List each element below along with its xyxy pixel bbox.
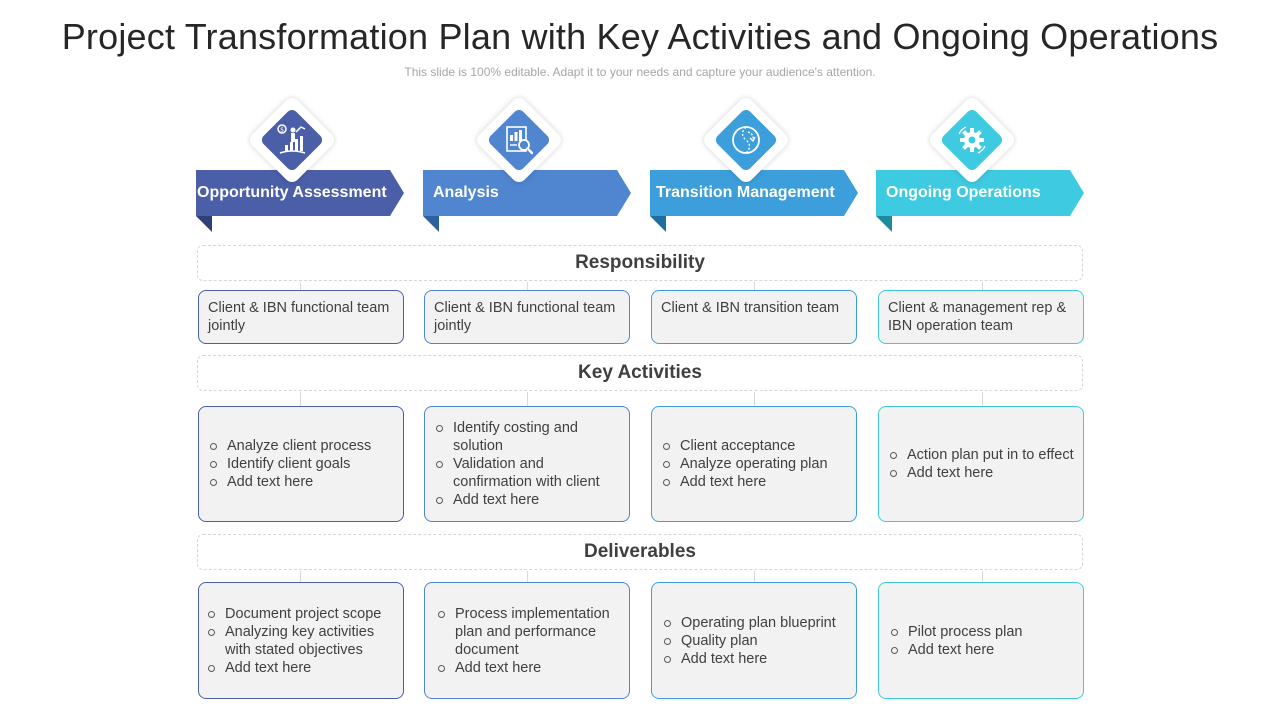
connector — [527, 571, 528, 582]
key-activities-box: Client acceptance Analyze operating plan… — [651, 406, 857, 522]
responsibility-box: Client & management rep & IBN operation … — [878, 290, 1084, 344]
stage-label: Transition Management — [656, 184, 835, 201]
stage-column-analysis: Analysis Client & IBN functional team jo… — [423, 0, 631, 720]
stage-column-ongoing-operations: Ongoing Operations Client & management r… — [876, 0, 1084, 720]
stage-banner — [876, 170, 1084, 216]
list-item: Add text here — [661, 650, 850, 668]
stage-icon-badge — [698, 92, 794, 188]
section-responsibility: Responsibility — [197, 245, 1083, 281]
list-item: Validation and confirmation with client — [433, 455, 621, 491]
list-item: Identify costing and solution — [433, 419, 621, 455]
svg-text:$: $ — [280, 127, 284, 134]
list-item: Add text here — [888, 641, 1077, 659]
stage-icon-badge: $ — [244, 92, 340, 188]
list-item: Add text here — [207, 473, 395, 491]
connector — [982, 282, 983, 290]
key-activities-box: Action plan put in to effect Add text he… — [878, 406, 1084, 522]
banner-fold — [423, 216, 439, 232]
connector — [527, 282, 528, 290]
stage-icon-badge — [924, 92, 1020, 188]
connector — [300, 392, 301, 406]
list-item: Action plan put in to effect — [887, 446, 1075, 464]
stage-label: Ongoing Operations — [886, 184, 1041, 201]
deliverables-box: Document project scope Analyzing key act… — [198, 582, 404, 699]
connector — [527, 392, 528, 406]
list-item: Process implementation plan and performa… — [435, 605, 623, 659]
list-item: Identify client goals — [207, 455, 395, 473]
connector — [754, 571, 755, 582]
gear-icon — [958, 126, 986, 154]
responsibility-box: Client & IBN functional team jointly — [424, 290, 630, 344]
page-subtitle: This slide is 100% editable. Adapt it to… — [404, 65, 876, 79]
list-item: Analyze client process — [207, 437, 395, 455]
stage-label: Analysis — [433, 184, 499, 201]
section-deliverables: Deliverables — [197, 534, 1083, 570]
list-item: Analyzing key activities with stated obj… — [205, 623, 397, 659]
stage-column-opportunity-assessment: Opportunity Assessment $ Client & IBN fu… — [196, 0, 404, 720]
deliverables-box: Pilot process plan Add text here — [878, 582, 1084, 699]
stage-banner — [650, 170, 858, 216]
stage-banner — [423, 170, 631, 216]
connector — [754, 282, 755, 290]
stage-icon-badge — [471, 92, 567, 188]
connector — [300, 282, 301, 290]
banner-fold — [196, 216, 212, 232]
key-activities-box: Identify costing and solution Validation… — [424, 406, 630, 522]
deliverables-box: Operating plan blueprint Quality plan Ad… — [651, 582, 857, 699]
connector — [982, 392, 983, 406]
key-activities-box: Analyze client process Identify client g… — [198, 406, 404, 522]
list-item: Client acceptance — [660, 437, 848, 455]
section-key-activities: Key Activities — [197, 355, 1083, 391]
stage-column-transition-management: Transition Management Client & IBN trans… — [650, 0, 858, 720]
list-item: Quality plan — [661, 632, 850, 650]
responsibility-box: Client & IBN functional team jointly — [198, 290, 404, 344]
stage-label: Opportunity Assessment — [197, 184, 387, 201]
deliverables-box: Process implementation plan and performa… — [424, 582, 630, 699]
banner-fold — [650, 216, 666, 232]
list-item: Document project scope — [205, 605, 397, 623]
list-item: Pilot process plan — [888, 623, 1077, 641]
report-magnifier-icon — [506, 126, 534, 155]
list-item: Add text here — [660, 473, 848, 491]
connector — [754, 392, 755, 406]
responsibility-box: Client & IBN transition team — [651, 290, 857, 344]
list-item: Analyze operating plan — [660, 455, 848, 473]
list-item: Add text here — [433, 491, 621, 509]
stage-banner — [196, 170, 404, 216]
connector — [300, 571, 301, 582]
transition-circle-icon — [732, 126, 760, 154]
list-item: Operating plan blueprint — [661, 614, 850, 632]
connector — [982, 571, 983, 582]
banner-fold — [876, 216, 892, 232]
page-title: Project Transformation Plan with Key Act… — [61, 16, 1219, 57]
list-item: Add text here — [205, 659, 397, 677]
growth-chart-icon: $ — [277, 124, 306, 154]
list-item: Add text here — [887, 464, 1075, 482]
list-item: Add text here — [435, 659, 623, 677]
